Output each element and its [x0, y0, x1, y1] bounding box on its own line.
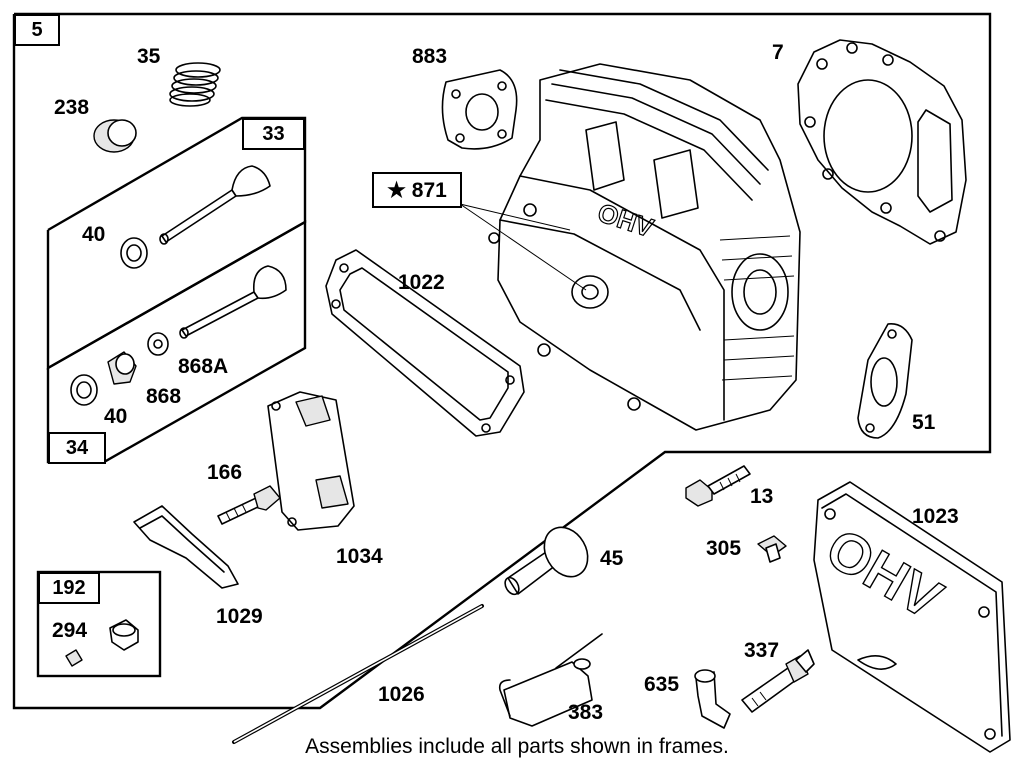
elbow-fitting [694, 669, 731, 729]
leader-871-a [459, 203, 571, 231]
callout-7: 7 [772, 41, 784, 64]
mounting-bolt [685, 465, 751, 507]
callout-305: 305 [706, 537, 742, 560]
frame-34-label: 34 [48, 432, 106, 464]
frame-33-label: 33 [242, 118, 305, 150]
callout-1022: 1022 [398, 271, 445, 294]
valve-spring [169, 62, 221, 107]
frame-192-label: 192 [38, 572, 100, 604]
cylinder-head: OHV [488, 63, 801, 431]
frame-34-outline [46, 219, 307, 464]
callout-868a: 868A [178, 355, 229, 378]
push-rod-inner [233, 605, 483, 743]
callout-1034: 1034 [336, 545, 383, 568]
leader-871-b [459, 203, 587, 291]
callout-1029: 1029 [216, 605, 263, 628]
callout-294: 294 [52, 619, 88, 642]
breather-fitting [109, 619, 139, 651]
valve-washer-868a [147, 332, 169, 356]
callout-40-upper: 40 [82, 223, 106, 246]
callout-383: 383 [568, 701, 604, 724]
valve-seal-40a [120, 237, 148, 269]
callout-40-lower: 40 [104, 405, 128, 428]
exhaust-valve [159, 165, 271, 245]
frame-5-label: 5 [14, 14, 60, 46]
callout-635: 635 [644, 673, 680, 696]
callout-1023: 1023 [912, 505, 959, 528]
breather-plate [267, 391, 355, 531]
callout-45: 45 [600, 547, 624, 570]
callout-1026: 1026 [378, 683, 425, 706]
callout-166: 166 [207, 461, 243, 484]
valve-seal-40b [70, 374, 98, 406]
frame-5-outline [12, 12, 992, 710]
callout-51: 51 [912, 411, 936, 434]
spark-plug [741, 649, 815, 713]
valve-rotator-868 [107, 351, 137, 385]
frame-33-outline [46, 116, 307, 371]
callout-337: 337 [744, 639, 780, 662]
diagram-caption: Assemblies include all parts shown in fr… [305, 735, 729, 758]
tappet [498, 633, 603, 727]
exhaust-gasket [857, 323, 913, 439]
rocker-shield [133, 505, 239, 589]
intake-valve [179, 265, 287, 339]
callout-238: 238 [54, 96, 90, 119]
callout-35: 35 [137, 45, 161, 68]
intake-gasket [441, 69, 518, 150]
callout-871-box: ★ 871 [372, 172, 462, 208]
head-gasket [797, 39, 967, 245]
callout-883: 883 [412, 45, 448, 68]
breather-screw [65, 649, 83, 667]
callout-868: 868 [146, 385, 182, 408]
breather-bolt [217, 485, 281, 525]
rocker-cover-gasket [325, 249, 525, 437]
rocker-cover: OHV [813, 481, 1011, 753]
valve-cap [93, 119, 137, 153]
push-rod-guide [504, 526, 589, 596]
callout-13: 13 [750, 485, 774, 508]
cover-screw [757, 535, 787, 563]
